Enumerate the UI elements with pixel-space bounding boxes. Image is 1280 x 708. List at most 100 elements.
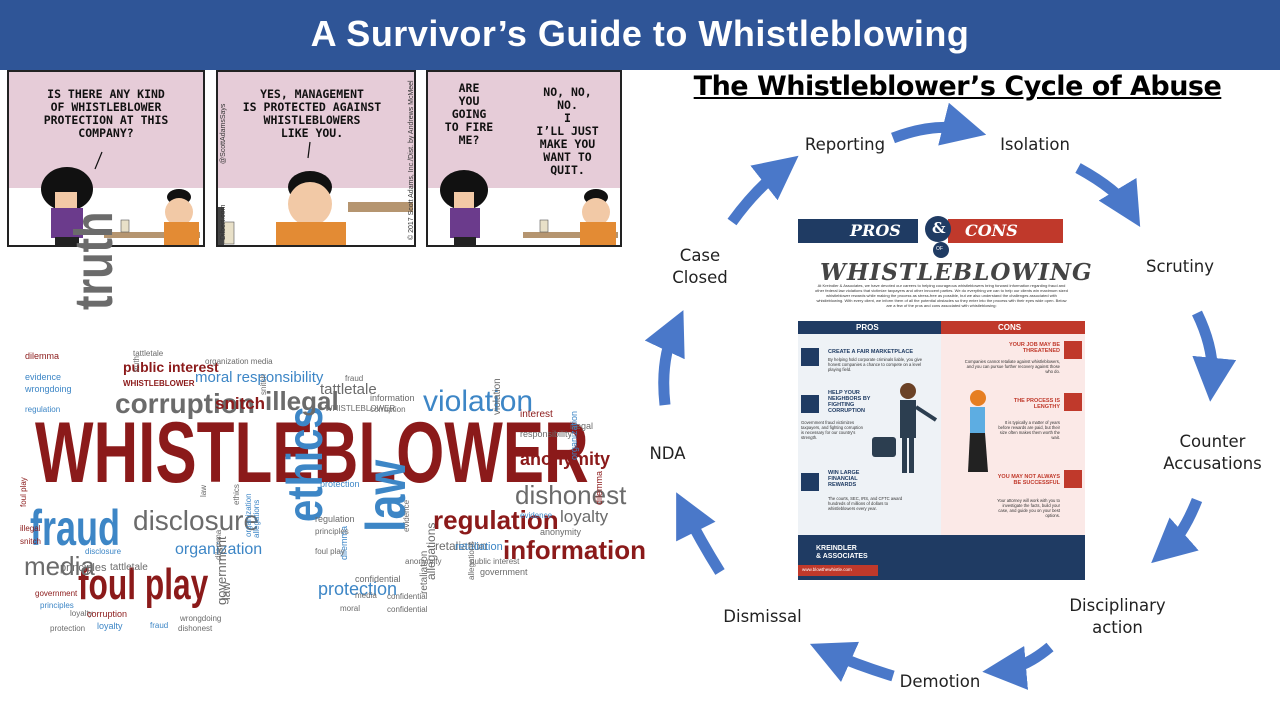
word-cloud-word: government bbox=[35, 589, 78, 598]
cycle-step-counter-accusations: Counter Accusations bbox=[1163, 432, 1262, 473]
word-cloud-word: dilemma bbox=[594, 470, 604, 505]
info-pro1-title: CREATE A FAIR MARKETPLACE bbox=[828, 349, 914, 355]
word-cloud-word: organization media bbox=[205, 357, 273, 366]
arrow-disciplinary-demotion bbox=[982, 642, 1054, 690]
info-title: WHISTLEBLOWING bbox=[820, 259, 1093, 286]
word-cloud-word: government bbox=[480, 567, 528, 577]
word-cloud-word: dilemma bbox=[214, 529, 223, 560]
word-cloud-word: snitch bbox=[259, 374, 268, 395]
word-cloud-word: corruption bbox=[87, 609, 128, 619]
comic-panel-2: YES, MANAGEMENT IS PROTECTED AGAINST WHI… bbox=[216, 70, 416, 247]
info-intro: At Kreindler & Associates, we have devot… bbox=[815, 283, 1068, 308]
info-pro2-text: Government fraud victimizes taxpayers, a… bbox=[801, 420, 863, 440]
comic-strip: IS THERE ANY KIND OF WHISTLEBLOWER PROTE… bbox=[7, 70, 622, 250]
title-banner: A Survivor’s Guide to Whistleblowing bbox=[0, 0, 1280, 70]
cycle-step-disciplinary-action: Disciplinary action bbox=[1069, 596, 1166, 637]
word-cloud-word: interest bbox=[520, 409, 553, 420]
word-cloud-word: moral bbox=[340, 604, 361, 613]
word-cloud-word: evidence bbox=[402, 499, 411, 532]
word-cloud-word: corruption bbox=[370, 405, 406, 414]
arrow-counter-disciplinary bbox=[1151, 497, 1203, 564]
info-con2-text: It is typically a matter of years before… bbox=[998, 420, 1060, 440]
word-cloud-word: moral responsibility bbox=[195, 369, 324, 386]
word-cloud-word: truth bbox=[64, 211, 124, 310]
pros-cons-infographic: PROS & OF CONS WHISTLEBLOWING At Kreindl… bbox=[798, 215, 1092, 580]
comic-speech-3b: NO, NO, NO. I I’LL JUST MAKE YOU WANT TO… bbox=[536, 85, 599, 177]
word-cloud-word: truth bbox=[132, 355, 141, 372]
cycle-step-isolation: Isolation bbox=[1000, 135, 1070, 154]
page-title: A Survivor’s Guide to Whistleblowing bbox=[310, 13, 970, 54]
arrow-reporting-isolation bbox=[891, 102, 987, 146]
word-cloud-word: disclosure bbox=[85, 547, 122, 556]
word-cloud-word: protection bbox=[320, 479, 360, 489]
word-cloud-word: law bbox=[219, 581, 233, 600]
info-con2-title: THE PROCESS IS LENGTHY bbox=[1013, 398, 1060, 410]
word-cloud-word: regulation bbox=[315, 514, 355, 524]
info-pros-heading: PROS bbox=[850, 221, 901, 240]
word-cloud-word: snitch bbox=[20, 537, 41, 546]
word-cloud-word: loyalty bbox=[70, 609, 93, 618]
word-cloud-word: retaliation bbox=[455, 541, 503, 553]
word-cloud-word: WHISTLEBLOWER bbox=[123, 379, 195, 388]
word-cloud-word: loyalty bbox=[97, 621, 123, 631]
word-cloud-word: dishonest bbox=[515, 480, 627, 510]
word-cloud-word: law bbox=[199, 484, 208, 497]
info-col-pros: PROS bbox=[856, 323, 879, 332]
word-cloud-word: illegal bbox=[20, 524, 41, 533]
word-cloud-word: regulation bbox=[25, 405, 61, 414]
cycle-step-dismissal: Dismissal bbox=[723, 607, 802, 626]
word-cloud-word: responsibility bbox=[520, 429, 573, 439]
word-cloud-word: WHISTLEBLOWER bbox=[35, 405, 589, 501]
comic-panel-1: IS THERE ANY KIND OF WHISTLEBLOWER PROTE… bbox=[7, 70, 205, 247]
cycle-step-reporting: Reporting bbox=[804, 135, 886, 154]
word-cloud-word: information bbox=[370, 393, 415, 403]
info-pro2-title: HELP YOUR NEIGHBORS BY FIGHTING CORRUPTI… bbox=[828, 390, 871, 414]
word-cloud-word: evidence bbox=[520, 511, 553, 520]
word-cloud-word: confidential bbox=[355, 574, 401, 584]
word-cloud-word: fraud bbox=[30, 500, 120, 556]
word-cloud-word: loyalty bbox=[560, 507, 609, 526]
info-con1-title: YOUR JOB MAY BE THREATENED bbox=[1008, 342, 1060, 354]
word-cloud-word: anonymity bbox=[520, 449, 611, 469]
comic-panel-3: ARE YOU GOING TO FIRE ME? NO, NO, NO. I … bbox=[426, 70, 622, 247]
comic-credit: Dilbert.com bbox=[220, 204, 227, 240]
info-cons-heading: CONS bbox=[965, 221, 1018, 240]
word-cloud-word: media bbox=[24, 551, 95, 581]
word-cloud-word: snitch bbox=[215, 394, 266, 413]
word-cloud-word: retaliation bbox=[435, 539, 488, 553]
comic-credit-handle: @ScottAdamsSays bbox=[220, 103, 227, 164]
word-cloud-word: public interest bbox=[470, 557, 520, 566]
word-cloud-word: anonymity bbox=[405, 557, 442, 566]
word-cloud-word: organization bbox=[175, 541, 263, 558]
word-cloud-word: foul play bbox=[78, 560, 209, 609]
word-cloud-word: ethics bbox=[277, 406, 333, 522]
word-cloud-word: illegal bbox=[570, 421, 594, 431]
arrow-dismissal-nda bbox=[676, 492, 725, 575]
word-cloud-word: WHISTLEBLOWER bbox=[325, 404, 396, 413]
cycle-step-nda: NDA bbox=[649, 444, 686, 463]
word-cloud-word: media bbox=[355, 591, 377, 600]
word-cloud-word: confidential bbox=[387, 605, 428, 614]
info-website: www.blowthewhistle.com bbox=[802, 567, 852, 572]
cycle-step-case-closed: Case Closed bbox=[672, 246, 728, 287]
comic-art-1 bbox=[41, 151, 200, 245]
comic-art-2 bbox=[218, 141, 413, 245]
word-cloud-word: tattletale bbox=[133, 349, 164, 358]
word-cloud-word: public interest bbox=[123, 359, 219, 375]
word-cloud-word: regulation bbox=[433, 505, 559, 535]
word-cloud-word: principles bbox=[60, 562, 107, 574]
word-cloud-word: principles bbox=[315, 527, 349, 536]
word-cloud-word: fraud bbox=[345, 374, 364, 383]
word-cloud-word: information bbox=[503, 535, 646, 565]
word-cloud-word: tattletale bbox=[320, 381, 377, 398]
word-cloud-word: fraud bbox=[150, 621, 169, 630]
word-cloud-word: foul play bbox=[19, 477, 28, 507]
info-con3-text: Your attorney will work with you to inve… bbox=[997, 498, 1060, 518]
word-cloud-word: evidence bbox=[25, 372, 62, 382]
word-cloud-word: allegations bbox=[252, 499, 261, 538]
word-cloud-word: confidential bbox=[387, 592, 428, 601]
info-con1-text: Companies cannot retaliate against whist… bbox=[964, 359, 1060, 374]
word-cloud-word: protection bbox=[50, 624, 86, 633]
word-cloud-word: principles bbox=[40, 601, 74, 610]
word-cloud-word: dishonest bbox=[178, 624, 213, 633]
